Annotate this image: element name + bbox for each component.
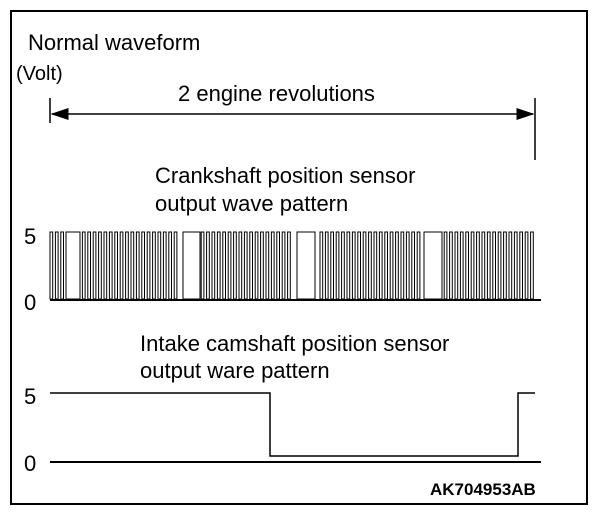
crank-pulse <box>119 231 124 300</box>
crank-pulse <box>265 231 270 300</box>
crank-pulse <box>54 231 59 300</box>
crank-pulse <box>92 231 97 300</box>
crank-pulse <box>384 231 388 300</box>
crank-pulse <box>98 231 102 300</box>
crank-pulse <box>146 231 151 300</box>
crank-pulse <box>206 231 210 300</box>
crank-gap-pulse <box>182 231 201 300</box>
crank-pulse <box>173 231 178 300</box>
diagram-frame <box>10 10 588 505</box>
crank-pulse <box>157 231 162 300</box>
crank-pulse <box>400 231 405 300</box>
crank-label-line2: output wave pattern <box>155 191 348 216</box>
crank-pulse <box>141 231 146 300</box>
crank-pulse <box>281 231 286 300</box>
crank-pulse <box>227 231 232 300</box>
crank-pulse <box>211 231 216 300</box>
crank-pulse <box>330 231 334 300</box>
crank-pulse <box>351 231 356 300</box>
crank-gap-pulse <box>423 231 443 300</box>
crank-pulse <box>357 231 361 300</box>
crank-pulse <box>200 231 205 300</box>
crank-gap-pulse <box>296 231 316 300</box>
crank-pulse <box>368 231 372 300</box>
crank-gap-pulse <box>65 231 81 300</box>
crank-pulse <box>276 231 280 300</box>
crank-pulse <box>524 231 529 300</box>
crank-pulse <box>60 231 64 300</box>
crank-pulse <box>162 231 167 300</box>
crank-pulse <box>346 231 351 300</box>
crank-high-label: 5 <box>24 224 36 249</box>
crank-low-label: 0 <box>24 290 36 315</box>
crank-pulse <box>319 231 324 300</box>
crank-pulse <box>125 231 129 300</box>
crank-pulse <box>513 231 518 300</box>
y-unit-label: (Volt) <box>16 63 63 85</box>
crank-pulse <box>222 231 227 300</box>
crank-pulse <box>114 231 119 300</box>
crank-pulse <box>254 231 259 300</box>
crank-pulse <box>405 231 410 300</box>
figure-code: AK704953AB <box>430 480 536 499</box>
crank-pulse-train <box>49 231 534 300</box>
cam-low-label: 0 <box>24 451 36 476</box>
crank-pulse <box>243 231 248 300</box>
crank-pulse <box>216 231 221 300</box>
crank-pulse <box>270 231 275 300</box>
crank-pulse <box>152 231 156 300</box>
crank-pulse <box>373 231 378 300</box>
crank-pulse <box>470 231 475 300</box>
crank-pulse <box>238 231 243 300</box>
crank-pulse <box>130 231 135 300</box>
crank-pulse <box>530 231 534 300</box>
crank-pulse <box>341 231 345 300</box>
crank-pulse <box>449 231 453 300</box>
crank-pulse <box>476 231 480 300</box>
crank-pulse <box>87 231 92 300</box>
crank-pulse <box>492 231 496 300</box>
crank-pulse <box>49 231 54 300</box>
crank-pulse <box>378 231 383 300</box>
cam-label-line1: Intake camshaft position sensor <box>140 331 449 356</box>
cam-high-label: 5 <box>24 384 36 409</box>
diagram-title: Normal waveform <box>28 30 200 55</box>
crank-pulse <box>260 231 264 300</box>
crank-pulse <box>503 231 507 300</box>
crank-pulse <box>443 231 448 300</box>
crank-pulse <box>465 231 469 300</box>
crank-pulse <box>454 231 459 300</box>
crank-label-line1: Crankshaft position sensor <box>155 163 415 188</box>
crank-pulse <box>249 231 254 300</box>
cam-waveform <box>50 392 535 457</box>
crank-pulse <box>233 231 237 300</box>
crank-pulse <box>81 231 86 300</box>
span-label: 2 engine revolutions <box>178 81 375 106</box>
crank-pulse <box>481 231 486 300</box>
crank-pulse <box>135 231 140 300</box>
crank-pulse <box>411 231 415 300</box>
crank-pulse <box>486 231 491 300</box>
crank-pulse <box>497 231 502 300</box>
crank-pulse <box>168 231 173 300</box>
crank-pulse <box>324 231 329 300</box>
crank-pulse <box>362 231 367 300</box>
crank-pulse <box>519 231 523 300</box>
crank-pulse <box>103 231 108 300</box>
crank-pulse <box>108 231 113 300</box>
cam-label-line2: output ware pattern <box>140 358 330 383</box>
crank-pulse <box>416 231 421 300</box>
crank-pulse <box>287 231 291 300</box>
crank-pulse <box>389 231 394 300</box>
crank-pulse <box>508 231 513 300</box>
crank-pulse <box>395 231 399 300</box>
crank-pulse <box>335 231 340 300</box>
crank-pulse <box>459 231 464 300</box>
